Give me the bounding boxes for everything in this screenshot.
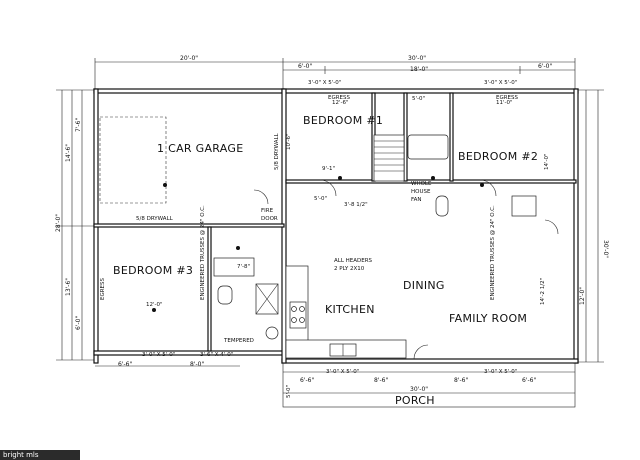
note-truss-right: ENGINEERED TRUSSES @ 24" O.C. <box>490 205 496 300</box>
door-swings <box>253 179 559 360</box>
stairs <box>373 134 405 182</box>
note-headers-2: 2 PLY 2X10 <box>334 266 365 272</box>
dim-right-fam: 14'-2 1/2" <box>540 278 546 305</box>
room-bedroom1: BEDROOM #1 <box>303 114 383 127</box>
dim-top-right: 30'-0" <box>408 55 426 62</box>
dim-bottom-e: 8'-6" <box>454 377 468 384</box>
dim-win-bot-1: 3'-0" X 5'-0" <box>142 352 175 358</box>
dim-hall-5: 5'-0" <box>314 196 327 202</box>
dim-top-row2-b: 18'-0" <box>410 66 428 73</box>
note-drywall-vertical: 5/8 DRYWALL <box>274 132 280 170</box>
dim-right-b: 12'-0" <box>579 287 586 305</box>
dim-win-bot-4: 3'-0" X 5'-0" <box>484 369 517 375</box>
dim-top-row2-c: 6'-0" <box>538 63 552 70</box>
left-dimensions: 28'-0" 14'-6" 7'-6" 13'-6" 6'-0" <box>55 89 96 361</box>
room-family: FAMILY ROOM <box>449 312 527 325</box>
dim-hall-3: 3'-8 1/2" <box>344 202 368 208</box>
note-fan-1: WHOLE <box>411 181 432 187</box>
right-dimensions: 30'-0" 12'-0" <box>578 89 609 363</box>
note-headers-1: ALL HEADERS <box>334 258 373 264</box>
dim-bottom-d: 8'-6" <box>374 377 388 384</box>
dim-bottom-b: 8'-0" <box>190 361 204 368</box>
top-dimensions: 20'-0" 30'-0" 6'-0" 18'-0" 6'-0" 3'-0" X… <box>94 55 576 92</box>
note-egress-b1: EGRESS <box>328 95 351 101</box>
room-bedroom3: BEDROOM #3 <box>113 264 193 277</box>
room-kitchen: KITCHEN <box>325 303 375 316</box>
dim-window-b2: 3'-0" X 5'-0" <box>484 80 517 86</box>
note-fire-door-1: FIRE <box>261 208 274 214</box>
room-dining: DINING <box>403 279 445 292</box>
room-porch: PORCH <box>395 394 435 407</box>
dim-bottom-f: 6'-6" <box>522 377 536 384</box>
dim-b1-width: 12'-6" <box>332 100 349 106</box>
watermark: bright mls <box>0 450 80 460</box>
bath-vanity <box>511 195 537 217</box>
dim-closet: 7'-8" <box>237 264 250 270</box>
bath-2 <box>213 257 279 340</box>
note-drywall-garage: 5/8 DRYWALL <box>136 216 174 222</box>
dim-window-b1: 3'-0" X 5'-0" <box>308 80 341 86</box>
note-fan-2: HOUSE <box>411 189 431 195</box>
dim-bottom-a: 6'-6" <box>118 361 132 368</box>
dim-b2-width: 11'-0" <box>496 100 513 106</box>
exterior-walls <box>93 88 579 364</box>
note-tempered: TEMPERED <box>223 338 254 344</box>
garage-car-outline <box>99 116 167 204</box>
note-egress-b3: EGRESS <box>100 277 106 300</box>
dim-left-b3: 13'-6" <box>65 278 72 296</box>
bottom-dimensions: 3'-0" X 5'-0" 3'-6" X 4'-0" 3'-0" X 5'-0… <box>95 352 575 398</box>
dim-left-b3-b: 6'-0" <box>75 316 82 330</box>
dim-left-garage-b: 7'-6" <box>75 118 82 132</box>
kitchen-counters <box>285 265 407 359</box>
note-fire-door-2: DOOR <box>261 216 278 222</box>
dim-b2-depth: 14'-0" <box>544 153 550 170</box>
dim-stair-w: 5'-0" <box>412 96 425 102</box>
dim-bottom-c: 6'-6" <box>300 377 314 384</box>
room-garage: 1 CAR GARAGE <box>157 142 244 155</box>
dim-porch-width: 30'-0" <box>410 386 428 393</box>
dim-top-left: 20'-0" <box>180 55 198 62</box>
room-bedroom2: BEDROOM #2 <box>458 150 538 163</box>
note-fan-3: FAN <box>411 197 422 203</box>
dim-hall-9: 9'-1" <box>322 166 335 172</box>
dim-left-total: 28'-0" <box>55 214 62 232</box>
note-egress-b2: EGRESS <box>496 95 519 101</box>
note-truss-left: ENGINEERED TRUSSES @ 24" O.C. <box>200 205 206 300</box>
dim-win-bot-2: 3'-6" X 4'-0" <box>200 352 233 358</box>
dim-b3-width: 12'-0" <box>146 302 163 308</box>
dim-left-garage: 14'-6" <box>65 144 72 162</box>
dim-top-row2-a: 6'-0" <box>298 63 312 70</box>
bathtub <box>407 134 449 160</box>
dim-right-total: 30'-0" <box>602 240 609 258</box>
dim-b1-depth: 10'-6" <box>286 133 292 150</box>
dim-porch-depth: 5'-0" <box>286 385 292 398</box>
bath-toilet <box>435 195 449 217</box>
porch-outline <box>282 362 576 408</box>
ceiling-lights <box>152 176 484 312</box>
dim-win-bot-3: 3'-0" X 5'-0" <box>326 369 359 375</box>
